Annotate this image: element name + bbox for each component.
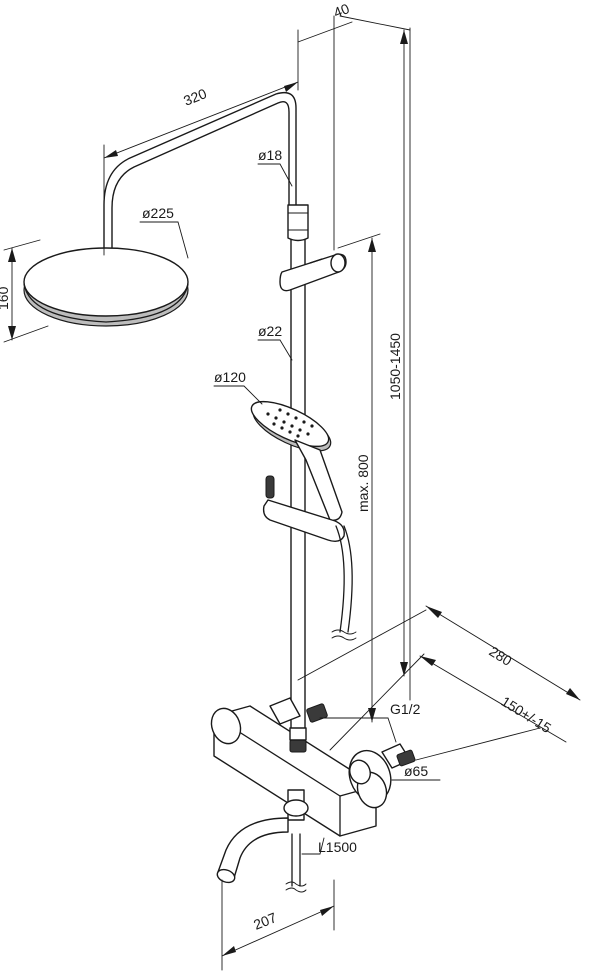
dimension-lines [3,15,581,971]
dim-22: ø22 [258,323,282,339]
dim-l1500: L1500 [318,839,357,855]
dim-225: ø225 [142,205,174,221]
thermostatic-mixer [210,697,416,837]
dim-18: ø18 [258,147,282,163]
dim-320: 320 [181,85,209,109]
dim-max-800: max. 800 [355,454,371,512]
hand-shower [250,400,357,641]
dim-120: ø120 [214,369,246,385]
dim-g12: G1/2 [390,701,421,717]
dim-160: 160 [0,286,11,310]
dim-40: 40 [331,0,352,21]
dim-150: 150+/-15 [498,693,554,736]
overhead-shower-head [23,247,189,327]
dim-280: 280 [486,643,514,669]
bath-spout [216,789,309,893]
dim-65: ø65 [404,763,428,779]
dim-207: 207 [251,909,279,933]
shower-column [103,91,347,733]
dim-1050-1450: 1050-1450 [387,333,403,400]
